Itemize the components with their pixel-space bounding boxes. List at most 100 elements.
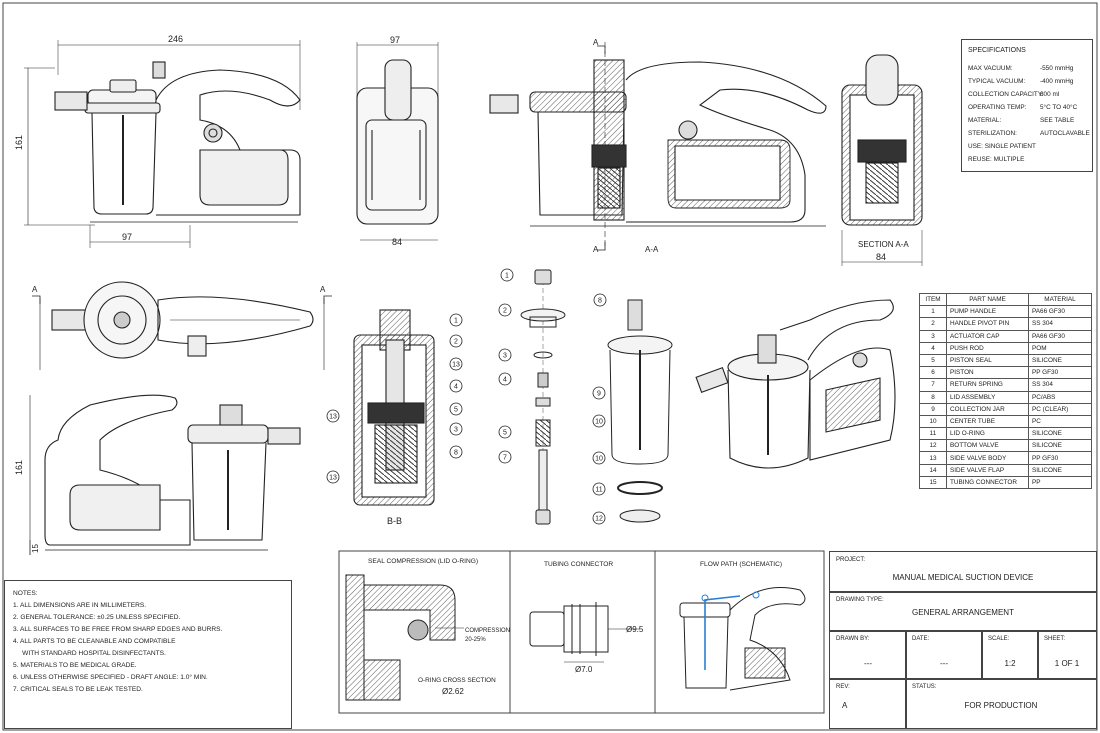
- date: ---: [940, 659, 948, 668]
- spec-row: TYPICAL VACUUM:-400 mmHg: [968, 78, 1074, 85]
- tubing-outer-diameter: Ø9.5: [626, 625, 644, 634]
- balloon: 7: [498, 450, 512, 464]
- scale: 1:2: [1004, 659, 1016, 668]
- status: FOR PRODUCTION: [964, 701, 1038, 710]
- flow-path-title: FLOW PATH (SCHEMATIC): [700, 561, 782, 568]
- balloons-b-b: 1 2 13 4 5 3 8 13 13: [326, 313, 463, 484]
- svg-text:3: 3: [454, 427, 458, 434]
- dim-height: 161: [14, 135, 24, 150]
- balloon: 9: [592, 386, 606, 400]
- dim-side-width: 97: [390, 35, 400, 45]
- svg-text:2: 2: [454, 339, 458, 346]
- notes-title: NOTES:: [13, 590, 38, 597]
- svg-text:13: 13: [452, 362, 460, 369]
- svg-text:5: 5: [503, 430, 507, 437]
- note-item: 5. MATERIALS TO BE MEDICAL GRADE.: [13, 662, 137, 669]
- balloon: 1: [449, 313, 463, 327]
- section-a-a-title: SECTION A-A: [858, 240, 909, 249]
- plan-view: [32, 281, 332, 370]
- spec-row: STERILIZATION:AUTOCLAVABLE: [968, 130, 1090, 137]
- balloon: 10: [592, 451, 606, 465]
- plan-mark-a-left: A: [32, 285, 38, 294]
- balloon: 13: [326, 409, 340, 423]
- svg-text:4: 4: [454, 384, 458, 391]
- specifications-title: SPECIFICATIONS: [968, 47, 1026, 54]
- balloon: 10: [592, 414, 606, 428]
- balloon: 4: [449, 379, 463, 393]
- sheet: 1 OF 1: [1054, 659, 1080, 668]
- balloon: 13: [326, 470, 340, 484]
- title-block-drawing-type: DRAWING TYPE: GENERAL ARRANGEMENT: [829, 591, 1097, 632]
- tubing-inner-diameter: Ø7.0: [575, 665, 593, 674]
- svg-text:11: 11: [595, 487, 602, 494]
- balloon: 8: [593, 293, 607, 307]
- drawing-type: GENERAL ARRANGEMENT: [912, 608, 1014, 617]
- svg-text:5: 5: [454, 407, 458, 414]
- svg-text:10: 10: [595, 419, 603, 426]
- svg-text:3: 3: [503, 353, 507, 360]
- svg-text:1: 1: [454, 318, 458, 325]
- revision: A: [842, 701, 848, 710]
- svg-text:8: 8: [454, 450, 458, 457]
- seal-detail-title: SEAL COMPRESSION (LID O-RING): [368, 558, 478, 565]
- title-block-project: PROJECT: MANUAL MEDICAL SUCTION DEVICE: [829, 551, 1097, 593]
- seal-compression-value: 20-25%: [465, 637, 486, 643]
- note-item: WITH STANDARD HOSPITAL DISINFECTANTS.: [13, 650, 166, 657]
- balloon: 13: [449, 357, 463, 371]
- section-view-long: [489, 42, 827, 251]
- svg-text:13: 13: [329, 475, 337, 482]
- spec-row: REUSE: MULTIPLE: [968, 156, 1025, 163]
- specifications-box: SPECIFICATIONS MAX VACUUM:-550 mmHg TYPI…: [961, 39, 1093, 172]
- section-mark-a-top: A: [593, 38, 599, 47]
- plan-mark-a-right: A: [320, 285, 326, 294]
- spec-row: COLLECTION CAPACITY:800 ml: [968, 91, 1060, 98]
- front-view: [24, 40, 301, 248]
- exploded-view: [520, 269, 673, 525]
- dim-section-base: 84: [876, 252, 886, 262]
- balloon: 12: [592, 511, 606, 525]
- balloon: 3: [498, 348, 512, 362]
- svg-text:2: 2: [503, 308, 507, 315]
- note-item: 3. ALL SURFACES TO BE FREE FROM SHARP ED…: [13, 626, 223, 633]
- oring-diameter: Ø2.62: [442, 687, 464, 696]
- svg-text:12: 12: [595, 516, 603, 523]
- note-item: 4. ALL PARTS TO BE CLEANABLE AND COMPATI…: [13, 638, 176, 645]
- svg-text:4: 4: [503, 377, 507, 384]
- svg-text:9: 9: [597, 391, 601, 398]
- note-item: 7. CRITICAL SEALS TO BE LEAK TESTED.: [13, 686, 143, 693]
- balloon: 5: [449, 402, 463, 416]
- balloon: 4: [498, 372, 512, 386]
- side-view: [356, 42, 439, 241]
- balloon: 2: [449, 334, 463, 348]
- flow-path-detail: [679, 587, 806, 691]
- title-block-status: STATUS: FOR PRODUCTION: [905, 678, 1097, 729]
- project-name: MANUAL MEDICAL SUCTION DEVICE: [892, 573, 1034, 582]
- tubing-detail: [529, 602, 640, 663]
- balloon: 11: [592, 482, 606, 496]
- section-view-b-b: [353, 309, 435, 506]
- svg-text:10: 10: [595, 456, 603, 463]
- section-b-b-label: B-B: [387, 516, 402, 526]
- balloons-exploded: 1 2 3 4 5 7 8 9 10 10 11 12: [498, 268, 607, 525]
- dim-overall-length: 246: [168, 34, 183, 44]
- spec-row: OPERATING TEMP:5°C TO 40°C: [968, 104, 1078, 111]
- balloon: 2: [498, 303, 512, 317]
- svg-text:7: 7: [503, 455, 507, 462]
- seal-compression-label: COMPRESSION: [465, 628, 510, 634]
- spec-row: MATERIAL:SEE TABLE: [968, 117, 1075, 124]
